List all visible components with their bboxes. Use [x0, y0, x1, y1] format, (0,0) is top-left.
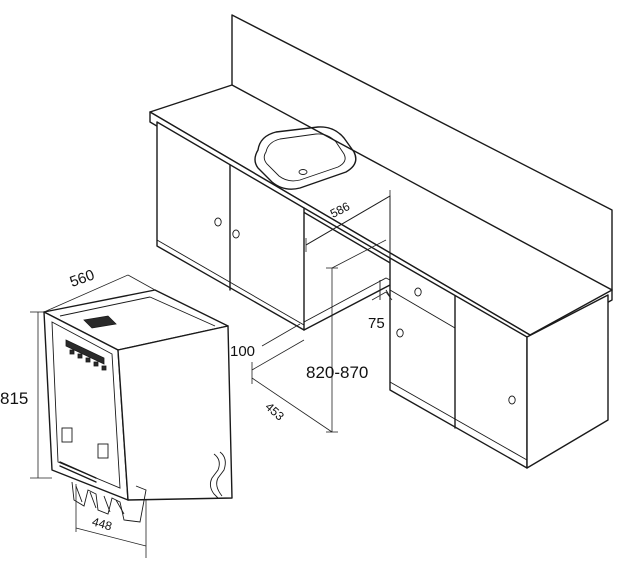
plinth-height-label: 100: [230, 343, 255, 360]
rinse-aid: [97, 443, 109, 459]
niche-dimension-lines: [251, 190, 393, 433]
appliance-depth-label: 560: [68, 266, 97, 291]
drawer-knob: [414, 287, 422, 297]
plinth-depth-label: 75: [368, 315, 385, 332]
base-mechanism: [71, 481, 147, 523]
niche-width-label: 453: [263, 400, 287, 424]
door-knob-4: [508, 395, 516, 405]
dishwasher: [30, 274, 233, 558]
sink: [254, 126, 357, 190]
door-latch: [83, 315, 117, 329]
control-panel: [65, 339, 105, 365]
dispenser: [61, 427, 73, 443]
kitchen-cabinets: [149, 14, 613, 469]
dishwasher-side: [117, 325, 233, 501]
door-knob-2: [232, 229, 240, 239]
niche-height-label: 820-870: [306, 363, 368, 382]
appliance-height-label: 815: [0, 389, 28, 408]
right-base-cabinet: [389, 257, 609, 469]
door-knob-3: [396, 328, 404, 338]
drain-hose: [209, 453, 220, 499]
appliance-width-label: 448: [90, 515, 113, 534]
door-knob-1: [214, 217, 222, 227]
